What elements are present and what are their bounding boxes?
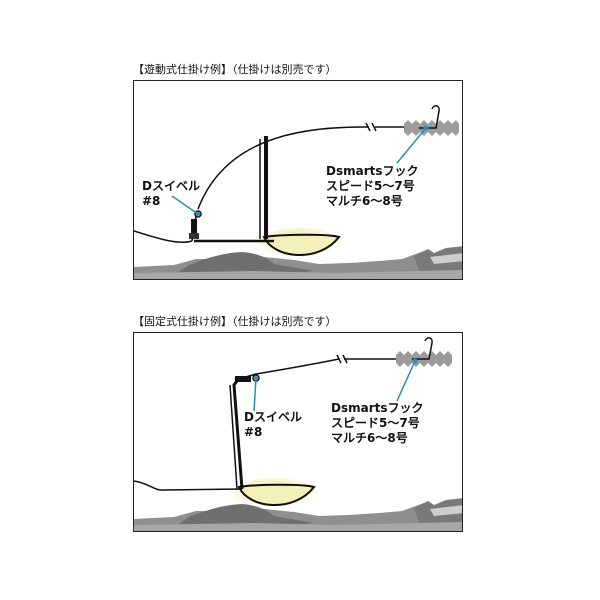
diagram-sliding-rig: Dスイベル #8 Dsmartsフック スピード5〜7号 マルチ6〜8号 bbox=[133, 80, 463, 280]
hook-multi-size: マルチ6〜8号 bbox=[326, 194, 403, 208]
hook-label: Dsmartsフック スピード5〜7号 マルチ6〜8号 bbox=[331, 401, 424, 446]
main-line bbox=[134, 354, 404, 491]
hook-with-trailer bbox=[404, 105, 459, 136]
spoon bbox=[229, 380, 316, 508]
swivel-name: Dスイベル bbox=[244, 410, 302, 424]
hook-speed-size: スピード5〜7号 bbox=[331, 416, 420, 430]
hook-with-trailer bbox=[396, 337, 452, 367]
fixed-rig-illustration bbox=[134, 337, 462, 531]
hook-label: Dsmartsフック スピード5〜7号 マルチ6〜8号 bbox=[326, 164, 419, 209]
hook-callout-dot bbox=[412, 358, 418, 364]
swivel-label: Dスイベル #8 bbox=[142, 179, 200, 209]
hook-callout-line bbox=[396, 127, 427, 164]
caption-fixed-rig: 【固定式仕掛け例】（仕掛けは別売です） bbox=[133, 315, 337, 328]
sliding-rig-illustration bbox=[134, 105, 462, 279]
swivel-name: Dスイベル bbox=[142, 179, 200, 193]
swivel-callout-dot bbox=[196, 212, 200, 216]
diagram-fixed-rig: Dスイベル #8 Dsmartsフック スピード5〜7号 マルチ6〜8号 bbox=[133, 332, 463, 532]
hook-multi-size: マルチ6〜8号 bbox=[331, 431, 408, 445]
swivel-callout-dot bbox=[254, 376, 258, 380]
spoon bbox=[194, 136, 341, 258]
swivel-label: Dスイベル #8 bbox=[244, 410, 302, 440]
hook-name: Dsmartsフック bbox=[326, 164, 419, 178]
swivel-size: #8 bbox=[142, 194, 161, 208]
seabed bbox=[134, 246, 462, 279]
swivel-callout-line bbox=[253, 377, 257, 412]
hook-speed-size: スピード5〜7号 bbox=[326, 179, 415, 193]
hook-callout-line bbox=[396, 360, 416, 402]
caption-sliding-rig: 【遊動式仕掛け例】（仕掛けは別売です） bbox=[133, 63, 337, 76]
swivel-size: #8 bbox=[244, 425, 263, 439]
swivel-callout-line bbox=[171, 195, 199, 215]
hook-name: Dsmartsフック bbox=[331, 401, 424, 415]
hook-callout-dot bbox=[423, 125, 429, 131]
seabed bbox=[134, 498, 462, 531]
